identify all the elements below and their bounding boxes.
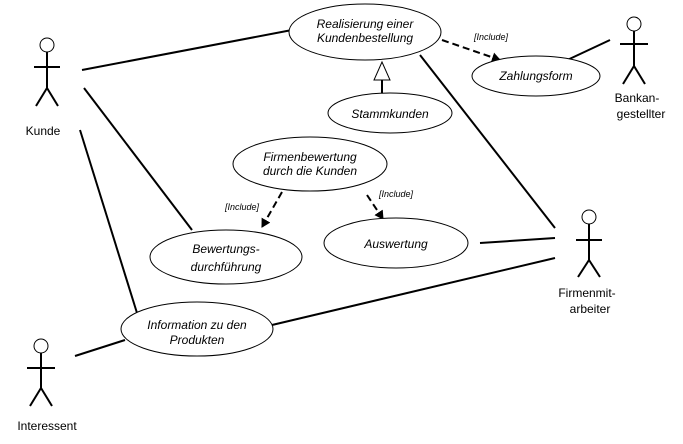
assoc-kunde-realisierung — [81, 29, 293, 71]
assoc-bank-zahlungsform — [562, 39, 611, 63]
usecase-bewertungsdurchfuehrung-label-2: durchführung — [191, 260, 262, 274]
actor-kunde-label: Kunde — [26, 124, 61, 138]
usecase-stammkunden — [327, 92, 453, 134]
actor-bankangestellter-icon — [620, 16, 648, 85]
include-label-zahlungsform: [Include] — [473, 32, 509, 42]
include-arrow-auswertung — [366, 194, 384, 220]
include-arrow-zahlungsform — [441, 39, 501, 63]
include-label-bewertung: [Include] — [224, 202, 260, 212]
include-arrow-bewertung — [261, 191, 283, 228]
usecase-stammkunden-label: Stammkunden — [351, 107, 429, 121]
assoc-auswertung-firma — [479, 237, 556, 244]
usecase-auswertung — [323, 217, 469, 269]
include-label-auswertung: [Include] — [378, 189, 414, 199]
assoc-interessent-information — [74, 339, 126, 357]
actor-interessent-icon — [27, 338, 55, 407]
assoc-realisierung-firma — [419, 54, 556, 229]
usecase-zahlungsform — [471, 55, 601, 97]
usecase-firmenbewertung — [232, 136, 388, 192]
associations — [74, 29, 611, 357]
usecase-zahlungsform-label: Zahlungsform — [498, 69, 572, 83]
usecase-bewertungsdurchfuehrung — [149, 229, 303, 285]
actor-bankangestellter-label-1: Bankan- — [615, 91, 660, 105]
assoc-kunde-bewertung — [83, 87, 193, 231]
usecase-firmenbewertung-label-1: Firmenbewertung — [263, 150, 357, 164]
generalization-triangle — [373, 60, 391, 81]
usecase-information — [120, 301, 274, 357]
usecase-realisierung-label-1: Realisierung einer — [317, 17, 415, 31]
usecase-firmenbewertung-label-2: durch die Kunden — [263, 164, 357, 178]
usecase-auswertung-label: Auswertung — [363, 237, 428, 251]
assoc-information-firma — [271, 257, 556, 326]
actor-bankangestellter-label-2: gestellter — [617, 107, 666, 121]
usecase-information-label-2: Produkten — [170, 333, 225, 347]
usecase-realisierung-label-2: Kundenbestellung — [317, 31, 413, 45]
actor-firmenmitarbeiter-label-1: Firmenmit- — [558, 286, 615, 300]
actor-interessent-label: Interessent — [17, 419, 77, 433]
usecase-realisierung — [288, 3, 442, 61]
assoc-kunde-information — [79, 129, 138, 314]
actor-firmenmitarbeiter-icon — [576, 209, 602, 278]
actor-kunde-icon — [34, 37, 60, 107]
usecase-information-label-1: Information zu den — [147, 318, 247, 332]
usecase-bewertungsdurchfuehrung-label-1: Bewertungs- — [192, 242, 259, 256]
actor-firmenmitarbeiter-label-2: arbeiter — [570, 302, 611, 316]
